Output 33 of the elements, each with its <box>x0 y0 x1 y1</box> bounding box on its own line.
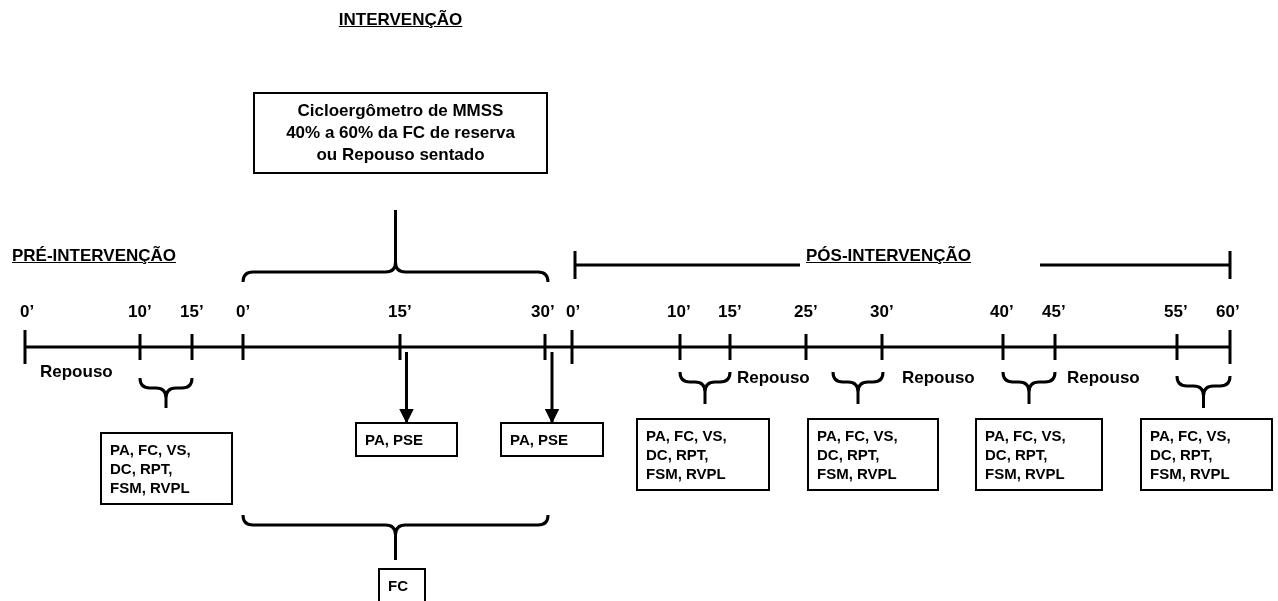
measure-box: FC <box>378 568 426 601</box>
tick-label: 0’ <box>566 302 581 322</box>
section-heading: INTERVENÇÃO <box>338 10 463 30</box>
tick-label: 10’ <box>128 302 152 322</box>
tick-label: 40’ <box>990 302 1014 322</box>
tick-label: 30’ <box>531 302 555 322</box>
measure-box: PA, FC, VS, DC, RPT, FSM, RVPL <box>100 432 233 505</box>
phase-note: Repouso <box>1065 368 1142 388</box>
tick-label: 15’ <box>388 302 412 322</box>
tick-label: 55’ <box>1164 302 1188 322</box>
measure-box: PA, FC, VS, DC, RPT, FSM, RVPL <box>636 418 770 491</box>
tick-label: 25’ <box>794 302 818 322</box>
tick-label: 0’ <box>20 302 35 322</box>
measure-box: PA, PSE <box>355 422 458 457</box>
tick-label: 10’ <box>667 302 691 322</box>
arrow <box>399 352 414 424</box>
phase-note: Repouso <box>38 362 115 382</box>
measure-box: PA, FC, VS, DC, RPT, FSM, RVPL <box>807 418 939 491</box>
tick-label: 15’ <box>180 302 204 322</box>
phase-note: Repouso <box>900 368 977 388</box>
tick-label: 30’ <box>870 302 894 322</box>
tick-label: 60’ <box>1216 302 1240 322</box>
tick-label: 15’ <box>718 302 742 322</box>
phase-note: Repouso <box>735 368 812 388</box>
phase-label: PRÉ-INTERVENÇÃO <box>12 246 177 266</box>
tick-label: 0’ <box>236 302 251 322</box>
measure-box: PA, FC, VS, DC, RPT, FSM, RVPL <box>975 418 1103 491</box>
measure-box: PA, FC, VS, DC, RPT, FSM, RVPL <box>1140 418 1273 491</box>
measure-box: PA, PSE <box>500 422 604 457</box>
tick-label: 45’ <box>1042 302 1066 322</box>
phase-label: PÓS-INTERVENÇÃO <box>806 246 971 266</box>
process-box: Cicloergômetro de MMSS 40% a 60% da FC de reserva ou Repouso sentado <box>253 92 548 174</box>
arrow <box>544 352 560 424</box>
